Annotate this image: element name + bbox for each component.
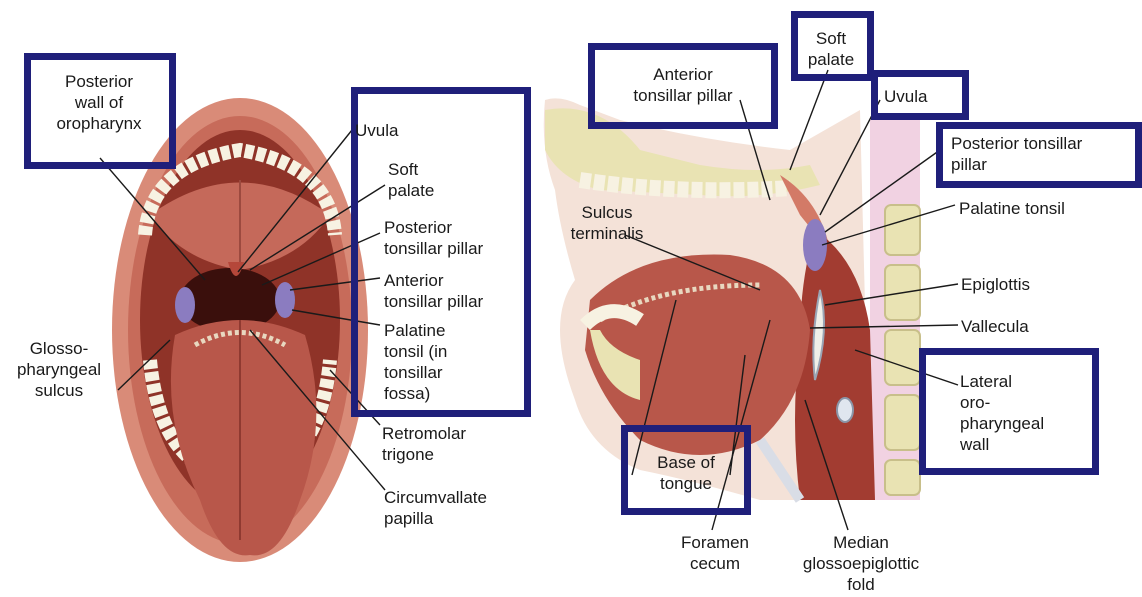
- label-vallecula: Vallecula: [961, 316, 1029, 337]
- label-sulcus-terminalis: Sulcus terminalis: [552, 202, 662, 244]
- label-uvula-left: Uvula: [355, 120, 398, 141]
- label-uvula-right: Uvula: [884, 86, 927, 107]
- label-palatine-tonsil-left: Palatine tonsil (in tonsillar fossa): [384, 320, 447, 404]
- label-lateral-oropharyngeal-wall: Lateral oro- pharyngeal wall: [960, 371, 1044, 455]
- label-posterior-tonsillar-pillar-left: Posterior tonsillar pillar: [384, 217, 483, 259]
- label-foramen-cecum: Foramen cecum: [660, 532, 770, 574]
- label-base-of-tongue: Base of tongue: [630, 452, 742, 494]
- label-soft-palate-right: Soft palate: [798, 28, 864, 70]
- label-circumvallate-papilla: Circumvallate papilla: [384, 487, 487, 529]
- label-median-glossoepiglottic-fold: Median glossoepiglottic fold: [786, 532, 936, 595]
- label-soft-palate-left: Soft palate: [388, 159, 434, 201]
- label-epiglottis: Epiglottis: [961, 274, 1030, 295]
- label-glossopharyngeal-sulcus: Glosso- pharyngeal sulcus: [0, 338, 118, 401]
- label-posterior-tonsillar-pillar-right: Posterior tonsillar pillar: [951, 133, 1082, 175]
- label-anterior-tonsillar-pillar-right: Anterior tonsillar pillar: [598, 64, 768, 106]
- label-anterior-tonsillar-pillar-left: Anterior tonsillar pillar: [384, 270, 483, 312]
- label-palatine-tonsil-right: Palatine tonsil: [959, 198, 1065, 219]
- label-retromolar-trigone: Retromolar trigone: [382, 423, 466, 465]
- label-posterior-wall-oropharynx: Posterior wall of oropharynx: [34, 71, 164, 134]
